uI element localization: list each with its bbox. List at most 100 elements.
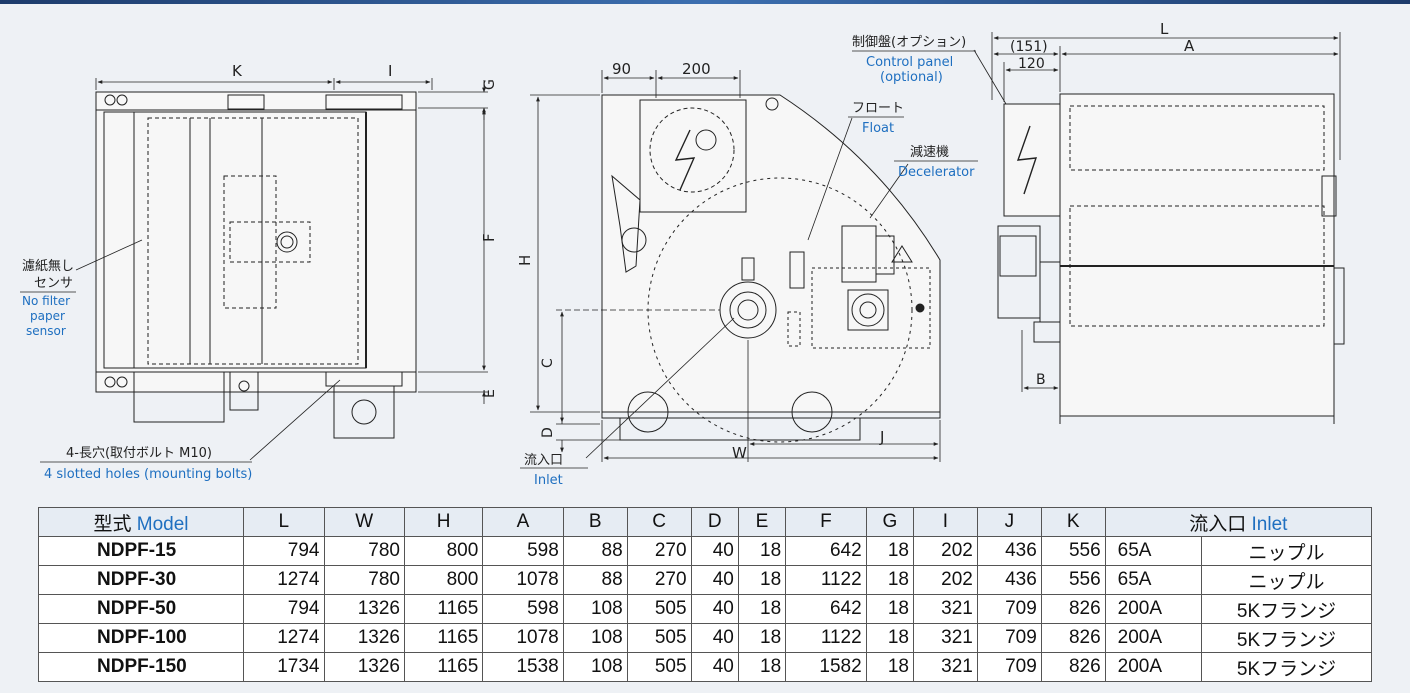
sensor-label-ja-2: センサ <box>34 276 73 291</box>
cell-a: 598 <box>482 536 564 566</box>
float-label-ja: フロート <box>852 101 904 116</box>
cell-g: 18 <box>865 536 914 566</box>
cell-inlet-type: 5Kフランジ <box>1201 623 1372 653</box>
dim-l-label: L <box>1160 20 1169 38</box>
cell-l: 1274 <box>243 565 325 595</box>
cell-inlet-size: 65A <box>1104 536 1203 566</box>
header-inlet: 流入口 Inlet <box>1104 507 1373 537</box>
cell-j: 709 <box>976 652 1042 682</box>
cell-h: 800 <box>403 565 484 595</box>
cell-b: 88 <box>562 565 628 595</box>
cell-c: 270 <box>626 536 692 566</box>
cell-e: 18 <box>737 565 787 595</box>
cell-h: 1165 <box>403 594 484 624</box>
drawing-canvas: K I G F E 濾紙無し センサ No filter paper senso… <box>20 20 1345 488</box>
dim-120-label: 120 <box>1018 56 1045 72</box>
cell-g: 18 <box>865 594 914 624</box>
cell-c: 505 <box>626 623 692 653</box>
cell-l: 794 <box>243 594 325 624</box>
cell-b: 108 <box>562 652 628 682</box>
cell-g: 18 <box>865 623 914 653</box>
cell-j: 709 <box>976 623 1042 653</box>
header-col-w: W <box>323 507 405 537</box>
cell-w: 1326 <box>323 594 405 624</box>
header-col-f: F <box>785 507 867 537</box>
side-view-dimensions <box>530 70 941 462</box>
cell-k: 826 <box>1040 594 1106 624</box>
cell-f: 642 <box>785 536 867 566</box>
cell-e: 18 <box>737 623 787 653</box>
cell-e: 18 <box>737 652 787 682</box>
dim-w-label: W <box>732 444 747 462</box>
cell-e: 18 <box>737 594 787 624</box>
cell-d: 40 <box>690 565 739 595</box>
cell-w: 1326 <box>323 652 405 682</box>
cell-h: 800 <box>403 536 484 566</box>
cell-inlet-size: 65A <box>1104 565 1203 595</box>
cell-f: 1122 <box>785 565 867 595</box>
header-col-g: G <box>865 507 914 537</box>
cell-c: 505 <box>626 652 692 682</box>
cell-k: 556 <box>1040 536 1106 566</box>
cell-f: 1582 <box>785 652 867 682</box>
cell-h: 1165 <box>403 652 484 682</box>
holes-label-ja: 4-長穴(取付ボルト M10) <box>66 446 212 461</box>
float-label-en: Float <box>862 121 894 136</box>
cell-g: 18 <box>865 565 914 595</box>
dim-k-label: K <box>232 62 243 80</box>
cell-i: 202 <box>912 565 978 595</box>
dim-a-label: A <box>1184 37 1195 55</box>
cell-inlet-size: 200A <box>1104 652 1203 682</box>
cell-model: NDPF-100 <box>38 623 244 653</box>
dim-c-label: C <box>540 358 556 368</box>
cell-inlet-type: 5Kフランジ <box>1201 594 1372 624</box>
cell-l: 794 <box>243 536 325 566</box>
cell-j: 436 <box>976 565 1042 595</box>
header-col-i: I <box>912 507 978 537</box>
holes-leader <box>249 379 341 461</box>
cell-w: 780 <box>323 565 405 595</box>
cell-inlet-size: 200A <box>1104 594 1203 624</box>
header-col-b: B <box>562 507 628 537</box>
cell-l: 1734 <box>243 652 325 682</box>
cell-l: 1274 <box>243 623 325 653</box>
cell-h: 1165 <box>403 623 484 653</box>
cell-model: NDPF-30 <box>38 565 244 595</box>
cell-g: 18 <box>865 652 914 682</box>
cell-b: 108 <box>562 594 628 624</box>
cell-inlet-type: 5Kフランジ <box>1201 652 1372 682</box>
dim-e-label: E <box>482 389 498 398</box>
sensor-label-ja-1: 濾紙無し <box>22 259 74 274</box>
cell-w: 780 <box>323 536 405 566</box>
cell-d: 40 <box>690 623 739 653</box>
header-col-k: K <box>1040 507 1106 537</box>
cell-a: 1078 <box>482 623 564 653</box>
cell-a: 1078 <box>482 565 564 595</box>
cell-b: 108 <box>562 623 628 653</box>
header-col-l: L <box>243 507 325 537</box>
dim-d-label: D <box>540 427 556 438</box>
header-col-d: D <box>690 507 739 537</box>
cell-i: 321 <box>912 623 978 653</box>
cell-model: NDPF-150 <box>38 652 244 682</box>
cell-i: 321 <box>912 652 978 682</box>
cell-c: 505 <box>626 594 692 624</box>
cell-k: 826 <box>1040 652 1106 682</box>
cell-k: 826 <box>1040 623 1106 653</box>
dim-g-label: G <box>482 79 498 90</box>
cell-w: 1326 <box>323 623 405 653</box>
top-view <box>95 91 417 439</box>
decelerator-label-ja: 減速機 <box>910 144 949 160</box>
header-col-c: C <box>626 507 692 537</box>
cell-f: 642 <box>785 594 867 624</box>
cell-j: 436 <box>976 536 1042 566</box>
decelerator-label-en: Decelerator <box>898 165 975 180</box>
dim-f-label: F <box>480 233 498 242</box>
top-accent-bar <box>0 0 1410 4</box>
